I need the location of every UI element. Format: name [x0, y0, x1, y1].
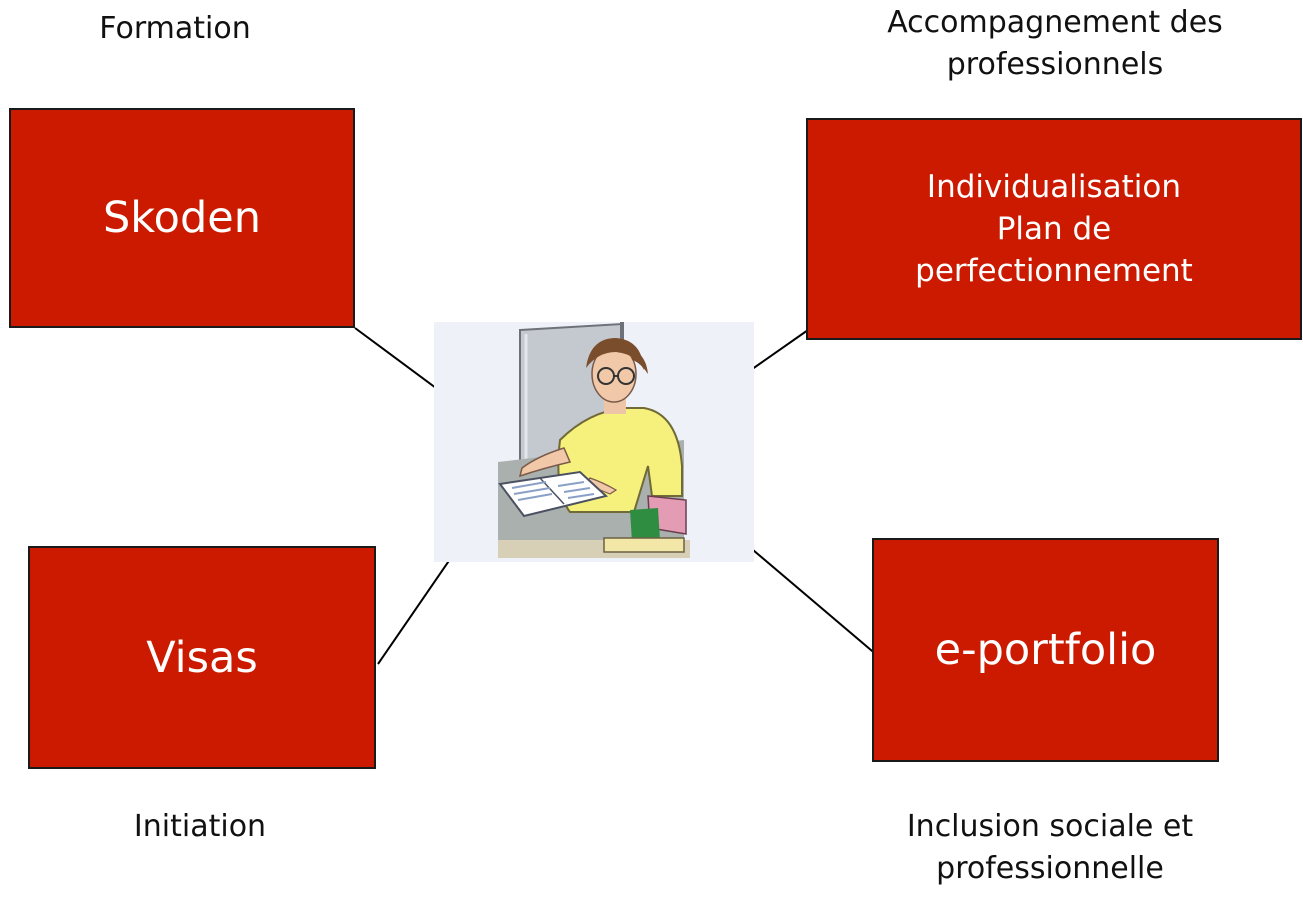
caption-inclusion: Inclusion sociale et professionnelle [906, 809, 1194, 886]
box-visas: Visas [28, 546, 376, 769]
box-individualisation-label: Individualisation Plan de perfectionneme… [915, 169, 1193, 289]
caption-initiation: Initiation [133, 809, 267, 844]
box-skoden-label: Skoden [103, 193, 261, 243]
caption-formation: Formation [99, 11, 251, 46]
box-eportfolio: e-portfolio [872, 538, 1219, 762]
person-studying-icon [434, 322, 754, 562]
box-visas-label: Visas [146, 632, 258, 683]
box-skoden: Skoden [9, 108, 355, 328]
box-individualisation: Individualisation Plan de perfectionneme… [806, 118, 1302, 340]
caption-accompagnement: Accompagnement des professionnels [887, 5, 1223, 82]
box-eportfolio-label: e-portfolio [934, 625, 1157, 675]
